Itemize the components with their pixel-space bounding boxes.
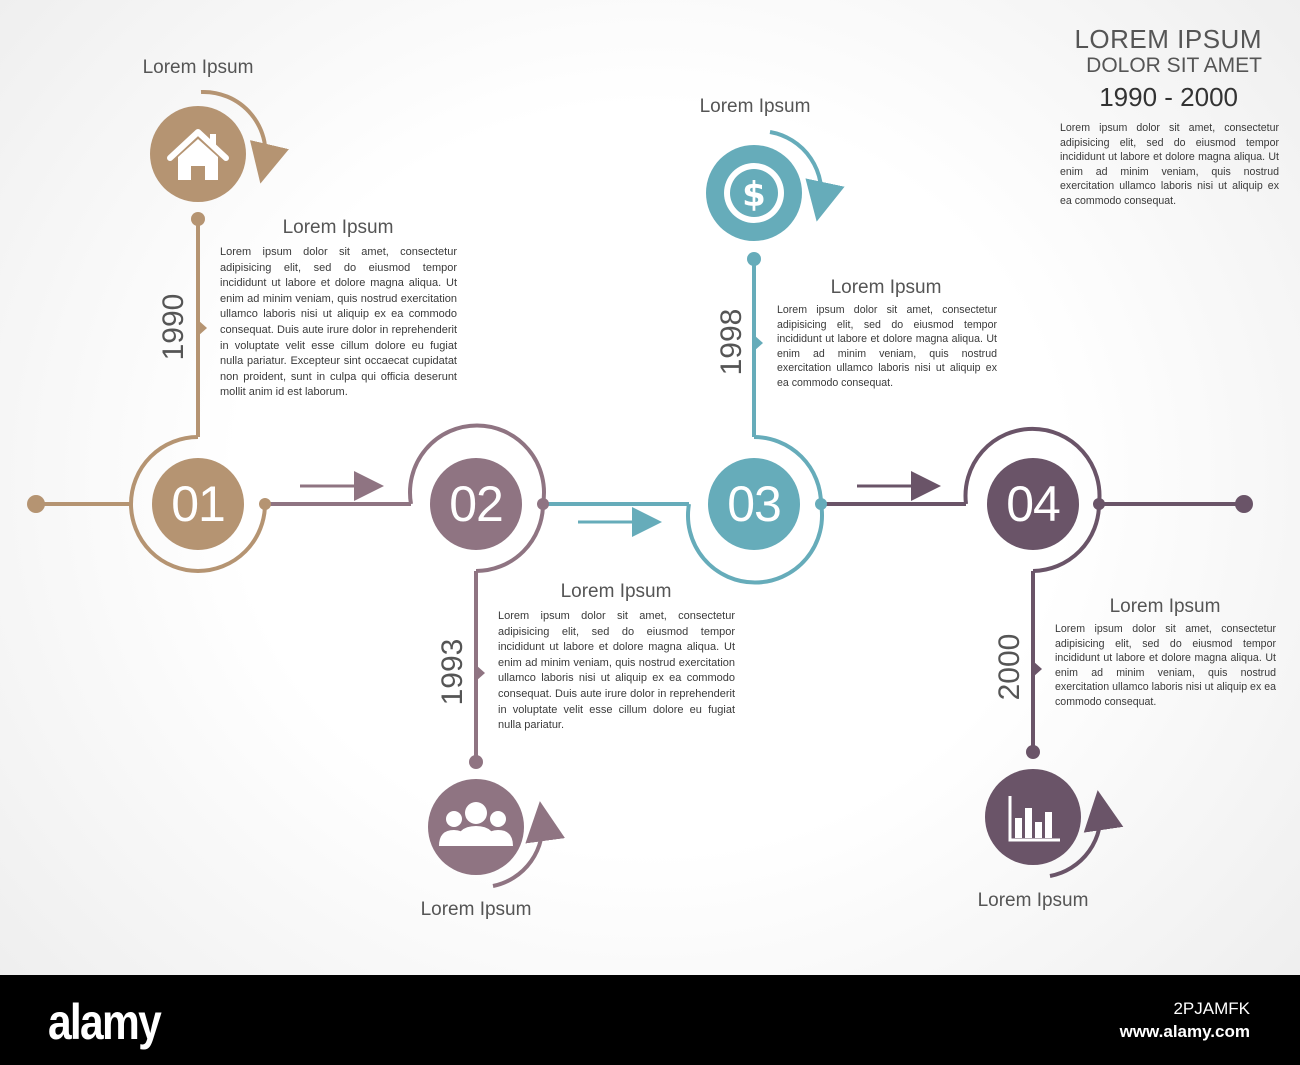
step-04-year: 2000 — [993, 633, 1026, 701]
step-04-number: 04 — [1006, 476, 1061, 532]
step-02-paragraph: Lorem ipsum dolor sit amet, consectetur … — [498, 610, 735, 732]
curved-arrow-02 — [492, 801, 566, 888]
brand-logo: alamy — [48, 994, 162, 1050]
header-paragraph: Lorem ipsum dolor sit amet, consectetur … — [1060, 122, 1279, 207]
step-03-number: 03 — [727, 476, 782, 532]
step-01-icon-label: Lorem Ipsum — [142, 57, 254, 78]
dollar-coin-icon: $ — [706, 145, 802, 241]
watermark-footer: alamy 2PJAMFK www.alamy.com — [0, 975, 1300, 1065]
step-03-icon-label: Lorem Ipsum — [699, 96, 811, 117]
step-01-circle — [152, 458, 244, 550]
site-url: www.alamy.com — [1119, 1022, 1250, 1041]
step-04-circle — [987, 458, 1079, 550]
step-02-icon-label: Lorem Ipsum — [420, 899, 532, 920]
timeline-end-dot — [1235, 495, 1253, 513]
step-01-ring — [129, 435, 267, 573]
step-02-circle — [430, 458, 522, 550]
step-04-icon-label: Lorem Ipsum — [977, 890, 1089, 911]
house-icon — [150, 106, 246, 202]
curved-arrow-01 — [200, 89, 289, 184]
timeline-start-dot — [27, 495, 45, 513]
step-01-title: Lorem Ipsum — [282, 217, 394, 238]
step-02-ring — [408, 423, 546, 573]
step-02-title: Lorem Ipsum — [560, 581, 672, 602]
step-04-ring — [963, 426, 1102, 573]
step-03-title: Lorem Ipsum — [830, 277, 942, 298]
svg-text:$: $ — [742, 175, 766, 215]
step-01-year: 1990 — [157, 293, 190, 361]
step-04-title: Lorem Ipsum — [1109, 596, 1221, 617]
step-03-ring — [686, 435, 824, 585]
step-02-year: 1993 — [436, 638, 469, 706]
bar-chart-icon — [985, 769, 1081, 865]
curved-arrow-04 — [1049, 790, 1124, 878]
header-year-range: 1990 - 2000 — [1099, 82, 1238, 112]
step-04-paragraph: Lorem ipsum dolor sit amet, consectetur … — [1055, 623, 1276, 708]
step-02-number: 02 — [449, 476, 504, 532]
timeline-diagram: $ — [27, 89, 1253, 888]
step-01-paragraph: Lorem ipsum dolor sit amet, consectetur … — [220, 246, 457, 399]
header-subtitle: DOLOR SIT AMET — [1086, 54, 1262, 77]
people-group-icon — [428, 779, 524, 875]
step-03-paragraph: Lorem ipsum dolor sit amet, consectetur … — [777, 304, 997, 389]
step-03-circle — [708, 458, 800, 550]
step-03-year: 1998 — [715, 308, 748, 376]
timeline-infographic: $ LOREM IPSUM DOLOR SIT AMET 1990 - 2000… — [27, 24, 1279, 920]
image-code: 2PJAMFK — [1173, 999, 1250, 1018]
header-title: LOREM IPSUM — [1074, 24, 1262, 54]
curved-arrow-03 — [769, 130, 845, 222]
step-01-number: 01 — [171, 476, 226, 532]
